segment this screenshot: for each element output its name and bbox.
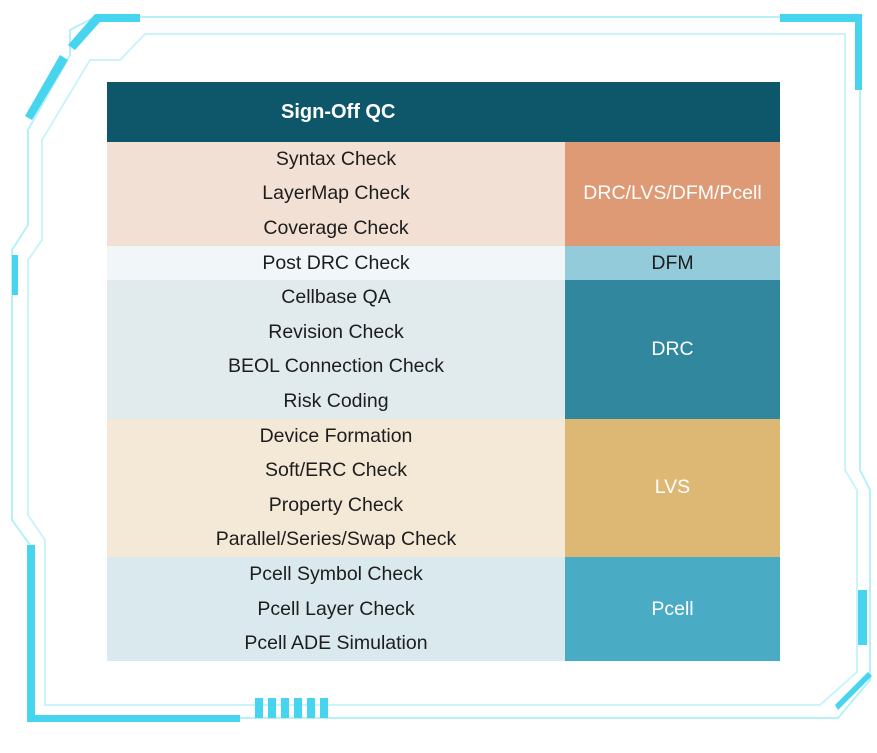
group-dfm: Post DRC Check DFM [107,245,780,281]
group-items: Device Formation Soft/ERC Check Property… [107,418,565,558]
group-items: Pcell Symbol Check Pcell Layer Check Pce… [107,557,565,661]
check-item: Property Check [268,493,404,516]
check-item: Pcell ADE Simulation [244,632,428,655]
group-tag: LVS [565,418,780,558]
check-item: Soft/ERC Check [265,459,407,482]
group-tag: Pcell [565,557,780,661]
group-tag: DRC [565,280,780,419]
group-pcell: Pcell Symbol Check Pcell Layer Check Pce… [107,557,780,661]
check-item: LayerMap Check [262,182,410,205]
check-item: Coverage Check [263,216,409,239]
group-tag: DRC/LVS/DFM/Pcell [565,142,780,246]
group-items: Post DRC Check [107,245,565,281]
group-items: Syntax Check LayerMap Check Coverage Che… [107,142,565,246]
check-item: Pcell Symbol Check [249,562,423,585]
group-drc: Cellbase QA Revision Check BEOL Connecti… [107,280,780,419]
check-item: Device Formation [259,424,413,447]
table-header: Sign-Off QC [107,82,780,142]
table-title: Sign-Off QC [281,100,396,123]
check-item: Revision Check [268,320,404,343]
group-items: Cellbase QA Revision Check BEOL Connecti… [107,280,565,419]
group-lvs: Device Formation Soft/ERC Check Property… [107,418,780,558]
check-item: Pcell Layer Check [257,597,415,620]
check-item: BEOL Connection Check [227,355,445,378]
group-tag: DFM [565,245,780,281]
check-item: Syntax Check [275,147,397,170]
sign-off-qc-table: Sign-Off QC Syntax Check LayerMap Check … [107,82,780,661]
check-item: Parallel/Series/Swap Check [215,528,457,551]
check-item: Risk Coding [283,389,389,412]
check-item: Cellbase QA [281,286,391,309]
group-drc-lvs-dfm-pcell: Syntax Check LayerMap Check Coverage Che… [107,142,780,246]
check-item: Post DRC Check [262,251,410,274]
